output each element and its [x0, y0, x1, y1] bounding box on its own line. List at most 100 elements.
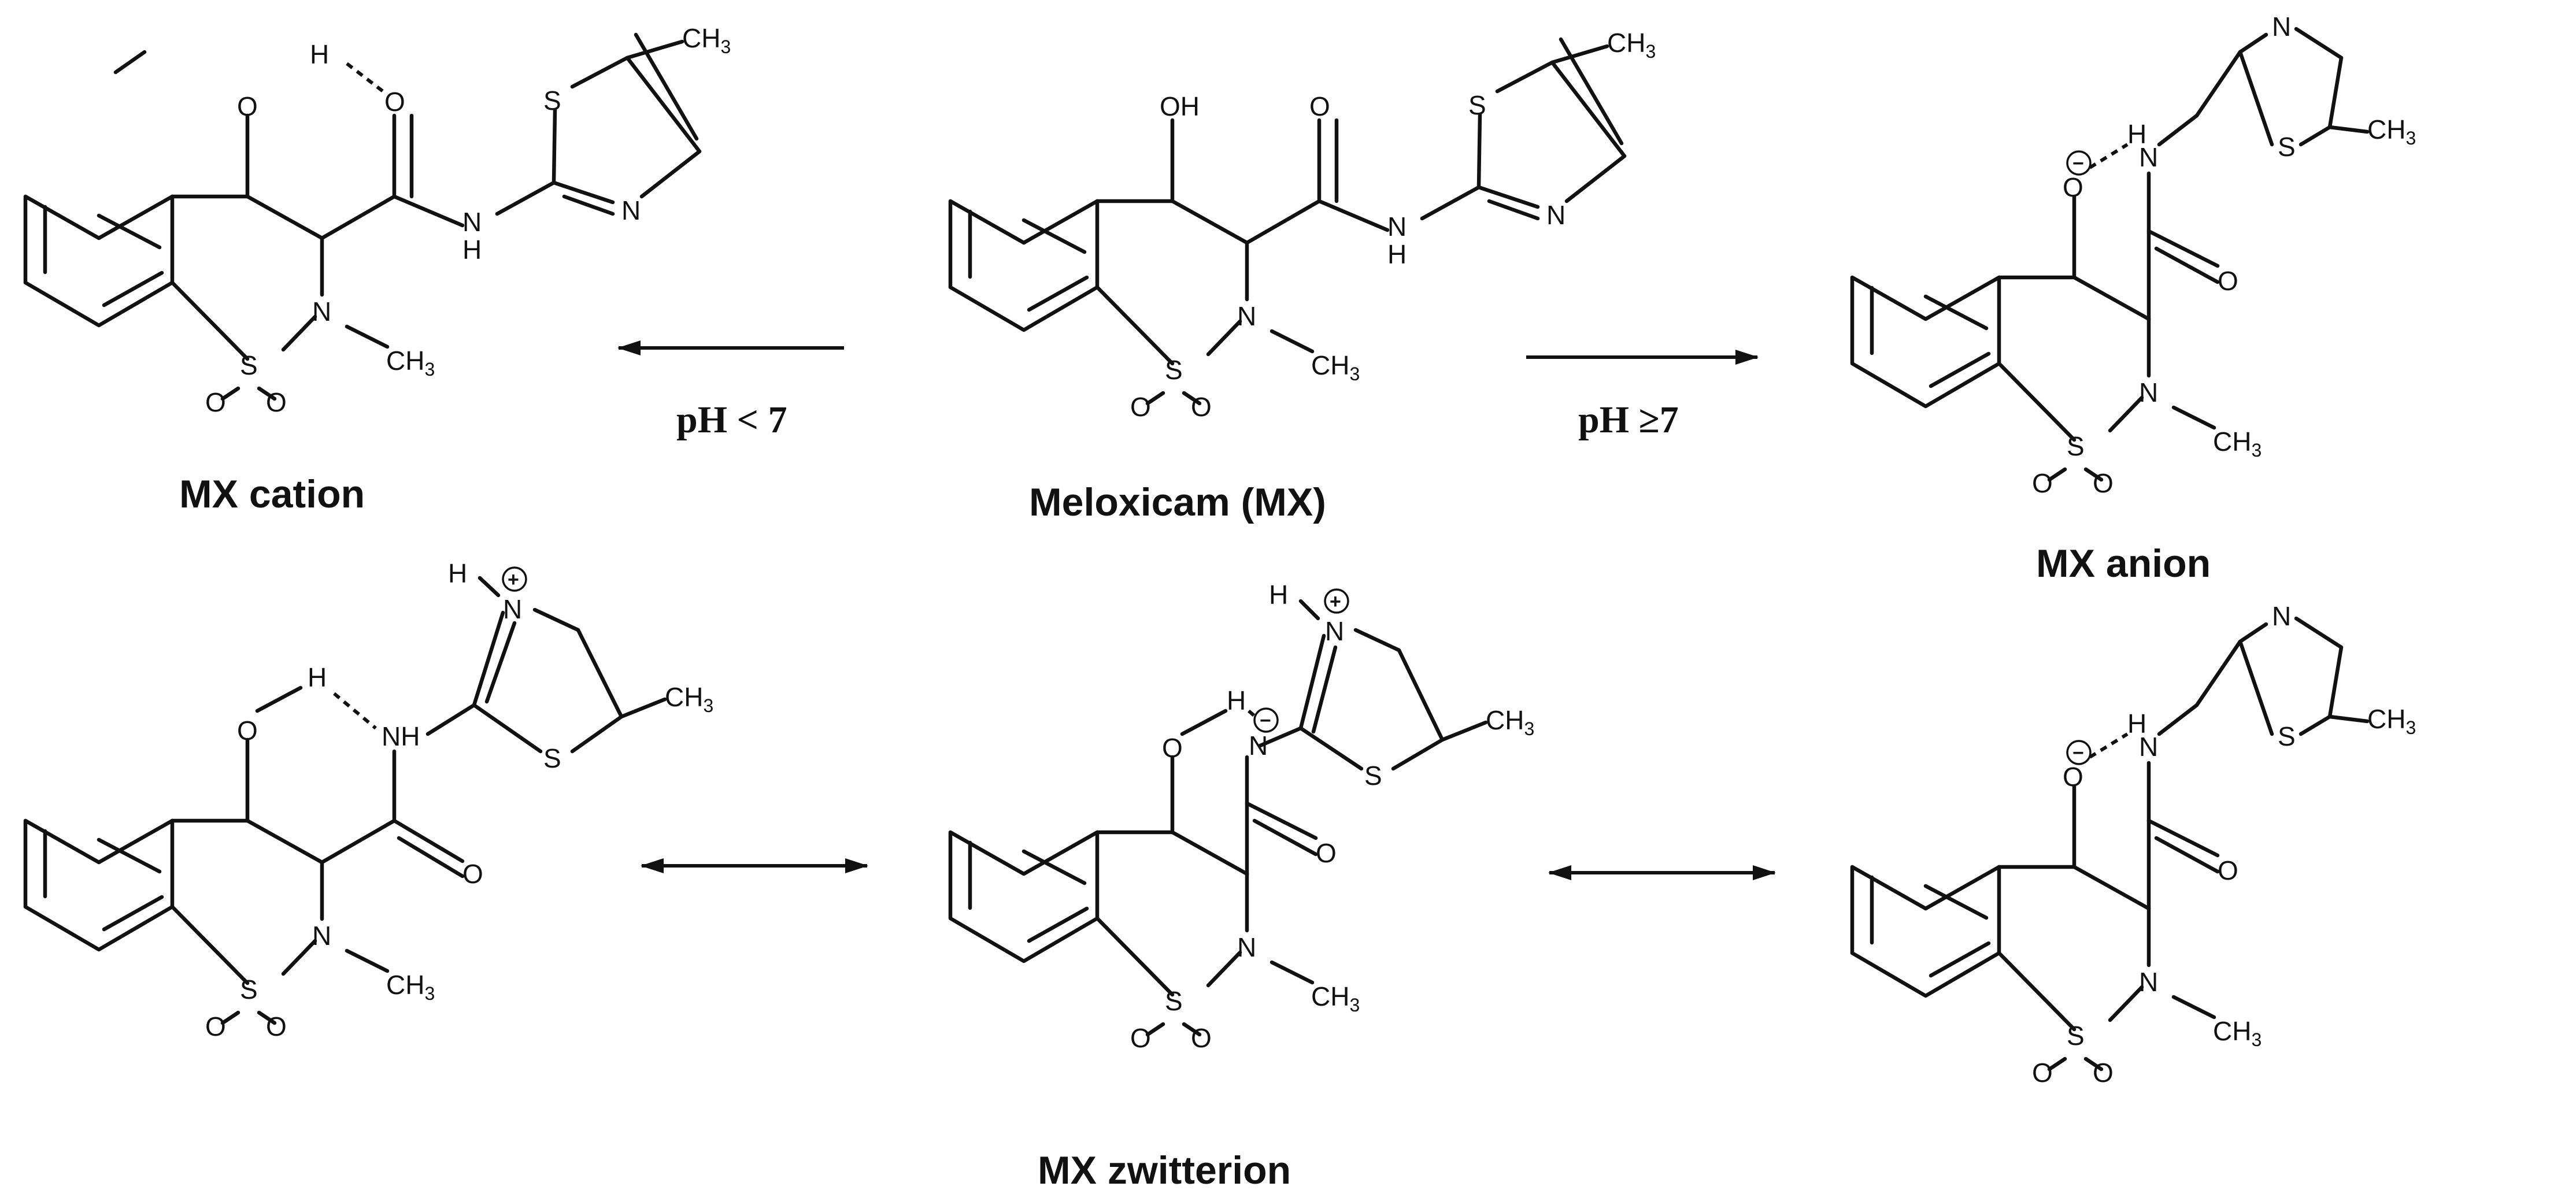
- atom-o-carbonyl: O: [384, 87, 405, 117]
- atom-o-sulfonyl-2: O: [1191, 1023, 1212, 1053]
- svg-text:−: −: [2072, 742, 2084, 764]
- atom-o-hydroxyl: O: [1162, 733, 1183, 763]
- atom-h-amide: H: [462, 235, 482, 265]
- atom-s-thiazole: S: [2278, 132, 2296, 162]
- condition-acidic: pH < 7: [676, 399, 787, 441]
- atom-n-sulfonamide: N: [312, 296, 331, 327]
- atom-s-thiazole: S: [543, 743, 561, 773]
- atom-o-sulfonyl-1: O: [205, 1011, 226, 1041]
- thiazole-ring: [552, 32, 702, 216]
- atom-s-sulfonyl: S: [1165, 986, 1183, 1016]
- benzene-ring: [23, 194, 175, 328]
- atom-n-sulfonamide: N: [1237, 932, 1256, 962]
- svg-text:−: −: [1260, 710, 1271, 732]
- atom-s-thiazole: S: [543, 86, 561, 116]
- atom-s-sulfonyl: S: [2067, 1021, 2085, 1051]
- svg-text:+: +: [1330, 591, 1341, 613]
- atom-s-thiazole: S: [2278, 721, 2296, 751]
- atom-n-amide: N: [2139, 142, 2158, 172]
- mx-anion-structure: O − H N O N CH3 S O O N S CH3: [1850, 12, 2416, 498]
- condition-basic: pH ≥7: [1578, 399, 1679, 441]
- atom-o-hydroxyl: O: [237, 91, 258, 121]
- atom-o-sulfonyl-1: O: [205, 387, 226, 417]
- atom-n-amide: N: [462, 207, 482, 237]
- atom-h-thiazolium: H: [1269, 580, 1288, 610]
- atom-o-carbonyl: O: [2218, 855, 2238, 885]
- label-ch3-n: CH3: [2213, 1016, 2262, 1050]
- atom-n-thiazole: N: [621, 195, 641, 225]
- atom-n-thiazole: N: [2272, 601, 2291, 631]
- atom-o-hydroxyl: O: [237, 716, 258, 746]
- atom-h-bridge: H: [2127, 709, 2146, 739]
- atom-o-sulfonyl-2: O: [266, 387, 287, 417]
- atom-n-thiazolium: N: [1325, 616, 1344, 646]
- mx-cation-structure: O H O H N N CH3 S O O S N CH3: [23, 23, 731, 417]
- atom-s-sulfonyl: S: [240, 350, 258, 380]
- atom-n-sulfonamide: N: [1237, 301, 1256, 331]
- label-ch3-thiazole: CH3: [665, 682, 713, 716]
- atom-h-bridge: H: [2127, 119, 2146, 149]
- atom-o-sulfonyl-1: O: [2032, 468, 2053, 498]
- caption-meloxicam: Meloxicam (MX): [1029, 480, 1326, 524]
- plus-charge-n: +: [1324, 588, 1349, 614]
- label-ch3-n: CH3: [1311, 350, 1360, 384]
- atom-o-sulfonyl-2: O: [1191, 392, 1212, 422]
- mx-zwitterion-form-c: O − H N O N CH3 S O O N S CH3: [1850, 601, 2416, 1088]
- label-ch3-thiazole: CH3: [1607, 28, 1656, 62]
- svg-text:−: −: [2072, 153, 2084, 175]
- atom-o-sulfonyl-1: O: [2032, 1058, 2053, 1088]
- thiazine-ring: [170, 194, 324, 361]
- atom-o-enolate: O: [2063, 172, 2083, 202]
- atom-h-thiazolium: H: [448, 558, 467, 588]
- atom-o-carbonyl: O: [462, 859, 483, 889]
- atom-h-bridge: H: [310, 39, 329, 69]
- atom-n-amide: N: [2139, 732, 2158, 762]
- label-ch3-thiazole: CH3: [1486, 705, 1534, 739]
- plus-charge-n: +: [502, 566, 527, 592]
- atom-n-sulfonamide: N: [312, 921, 331, 951]
- minus-charge-o: −: [2066, 740, 2092, 765]
- atom-h-bridge: H: [308, 662, 327, 692]
- atom-o-sulfonyl-1: O: [1130, 392, 1151, 422]
- atom-o-sulfonyl-2: O: [266, 1011, 287, 1041]
- mx-zwitterion-form-b: O H N − O N CH3 S O O H N + S CH3: [948, 580, 1534, 1053]
- atom-s-sulfonyl: S: [2067, 431, 2085, 461]
- label-ch3-thiazole: CH3: [2367, 704, 2416, 738]
- atom-s-sulfonyl: S: [1165, 355, 1183, 385]
- atom-nh-amide: NH: [382, 721, 420, 751]
- minus-charge-o: −: [2066, 150, 2092, 176]
- caption-mx-zwitterion: MX zwitterion: [1038, 1148, 1291, 1192]
- atom-n-thiazole: N: [1546, 200, 1565, 230]
- atom-o-sulfonyl-2: O: [2093, 468, 2114, 498]
- atom-o-carbonyl: O: [1309, 91, 1330, 121]
- atom-s-thiazole: S: [1364, 761, 1382, 791]
- atom-n-thiazolium: N: [503, 594, 522, 624]
- atom-o-enolate: O: [2063, 762, 2083, 792]
- atom-h-bridge: H: [1227, 685, 1246, 716]
- label-ch3-n: CH3: [386, 346, 435, 380]
- atom-n-sulfonamide: N: [2139, 967, 2158, 997]
- minus-charge-n: −: [1253, 707, 1279, 733]
- label-ch3-thiazole: CH3: [682, 23, 731, 57]
- atom-h-amide: H: [1387, 239, 1407, 269]
- atom-n-thiazole: N: [2272, 12, 2291, 42]
- meloxicam-structure: OH O H N N CH3 S O O S N CH3: [948, 28, 1656, 422]
- atom-n-amide: N: [1249, 731, 1268, 761]
- c3-carbonyl-bond: [320, 194, 397, 240]
- atom-o-sulfonyl-2: O: [2093, 1058, 2114, 1088]
- atom-n-amide: N: [1387, 212, 1407, 242]
- atom-oh-hydroxyl: OH: [1160, 91, 1200, 121]
- atom-n-sulfonamide: N: [2139, 377, 2158, 407]
- label-ch3-n: CH3: [386, 970, 435, 1004]
- atom-o-carbonyl: O: [2218, 266, 2238, 296]
- caption-mx-cation: MX cation: [179, 472, 365, 516]
- atom-s-sulfonyl: S: [240, 974, 258, 1004]
- label-ch3-n: CH3: [1311, 981, 1360, 1015]
- label-ch3-n: CH3: [2213, 427, 2262, 461]
- svg-text:+: +: [508, 569, 519, 591]
- label-ch3-thiazole: CH3: [2367, 114, 2416, 149]
- caption-mx-anion: MX anion: [2036, 542, 2211, 585]
- atom-o-sulfonyl-1: O: [1130, 1023, 1151, 1053]
